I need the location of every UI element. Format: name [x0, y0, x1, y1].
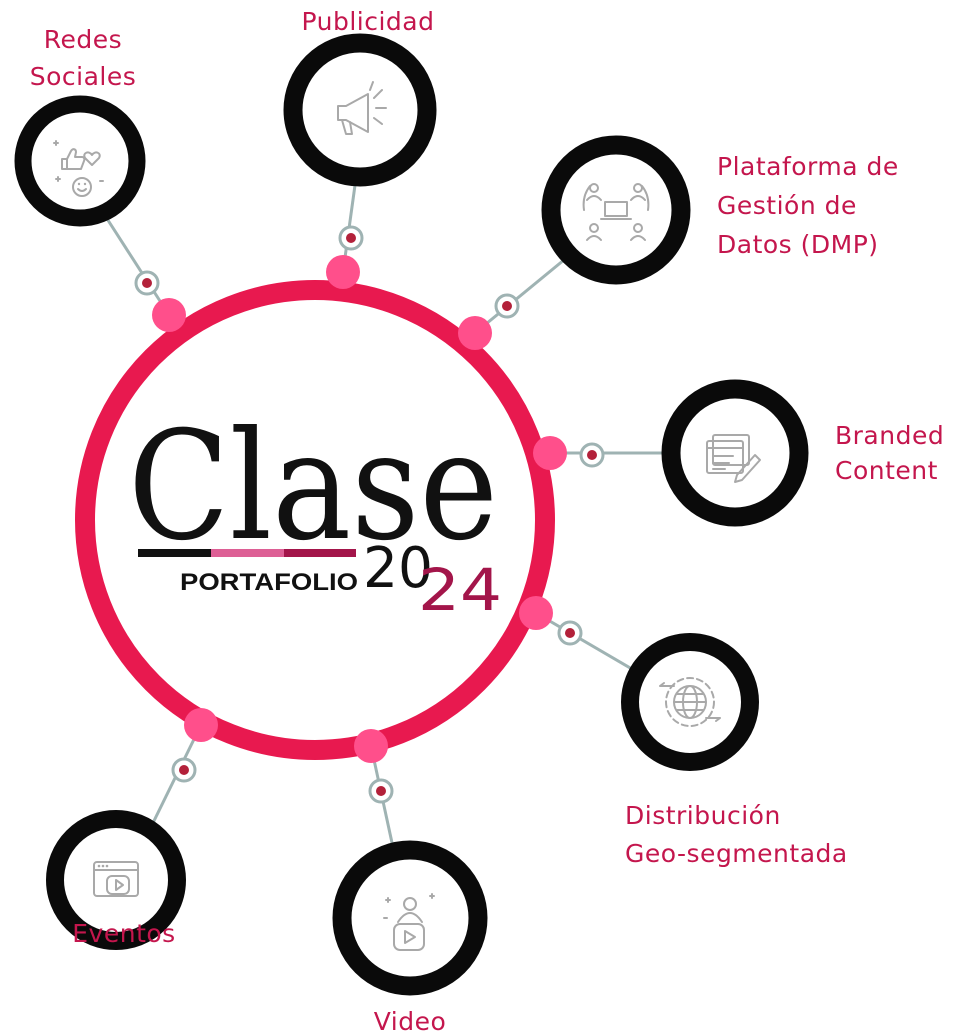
logo-bar-berry — [284, 549, 356, 557]
data-platform-icon — [582, 183, 650, 241]
label-line: Video — [374, 1007, 447, 1033]
label-line: Publicidad — [302, 7, 435, 36]
ring-attachment-dot — [152, 298, 186, 332]
node-publicidad[interactable] — [283, 33, 437, 187]
connector-node-center — [346, 233, 356, 243]
logo-bar-pink — [211, 549, 284, 557]
label-line: Branded — [835, 421, 944, 450]
label-dmp: Plataforma de Gestión de Datos (DMP) — [717, 152, 899, 259]
label-line: Datos (DMP) — [717, 230, 879, 259]
logo-subtitle: PORTAFOLIO — [180, 569, 358, 596]
label-branded-content: Branded Content — [835, 421, 944, 485]
label-line: Geo-segmentada — [625, 839, 848, 868]
label-line: Sociales — [30, 62, 137, 91]
node-branded-content[interactable] — [661, 379, 809, 527]
label-video: Video — [374, 1007, 447, 1033]
connector-node-center — [179, 765, 189, 775]
logo-year-left: 20 — [363, 536, 433, 601]
ring-attachment-dot — [519, 596, 553, 630]
node-distribucion[interactable] — [621, 633, 759, 771]
ring-attachment-dot — [458, 316, 492, 350]
connector-line — [474, 253, 571, 335]
label-publicidad: Publicidad — [302, 7, 435, 36]
label-eventos: Eventos — [72, 919, 175, 948]
social-reactions-icon — [53, 140, 104, 197]
ring-dots — [152, 255, 567, 763]
logo-word: Clase — [128, 400, 498, 574]
connector-line — [102, 213, 171, 316]
clase-portafolio-logo: Clase PORTAFOLIO 20 24 — [128, 400, 502, 624]
label-line: Redes — [44, 25, 122, 54]
ring-attachment-dot — [533, 436, 567, 470]
label-line: Plataforma de — [717, 152, 899, 181]
globe-gear-icon — [659, 677, 721, 727]
label-line: Eventos — [72, 919, 175, 948]
label-redes-sociales: Redes Sociales — [30, 25, 137, 91]
label-line: Gestión de — [717, 191, 857, 220]
ring-attachment-dot — [326, 255, 360, 289]
central-ring — [75, 280, 555, 760]
node-dmp[interactable] — [541, 135, 691, 285]
ring-attachment-dot — [184, 708, 218, 742]
label-distribucion: Distribución Geo-segmentada — [625, 801, 848, 868]
label-line: Content — [835, 456, 938, 485]
logo-bar-black — [138, 549, 211, 557]
video-creator-icon — [383, 893, 435, 951]
connector-node-center — [142, 278, 152, 288]
label-line: Distribución — [625, 801, 781, 830]
connector-node-center — [565, 628, 575, 638]
event-stream-icon — [93, 861, 139, 897]
connector-line — [535, 611, 638, 674]
node-eventos[interactable] — [46, 810, 186, 950]
connector-node-center — [502, 301, 512, 311]
logo-year-right: 24 — [418, 556, 502, 624]
connectors — [102, 177, 671, 853]
ring-attachment-dot — [354, 729, 388, 763]
connector-node-center — [376, 786, 386, 796]
node-video[interactable] — [332, 840, 488, 996]
connector-node-center — [587, 450, 597, 460]
megaphone-icon — [337, 81, 387, 135]
node-redes-sociales[interactable] — [14, 95, 146, 227]
content-edit-icon — [706, 434, 761, 483]
